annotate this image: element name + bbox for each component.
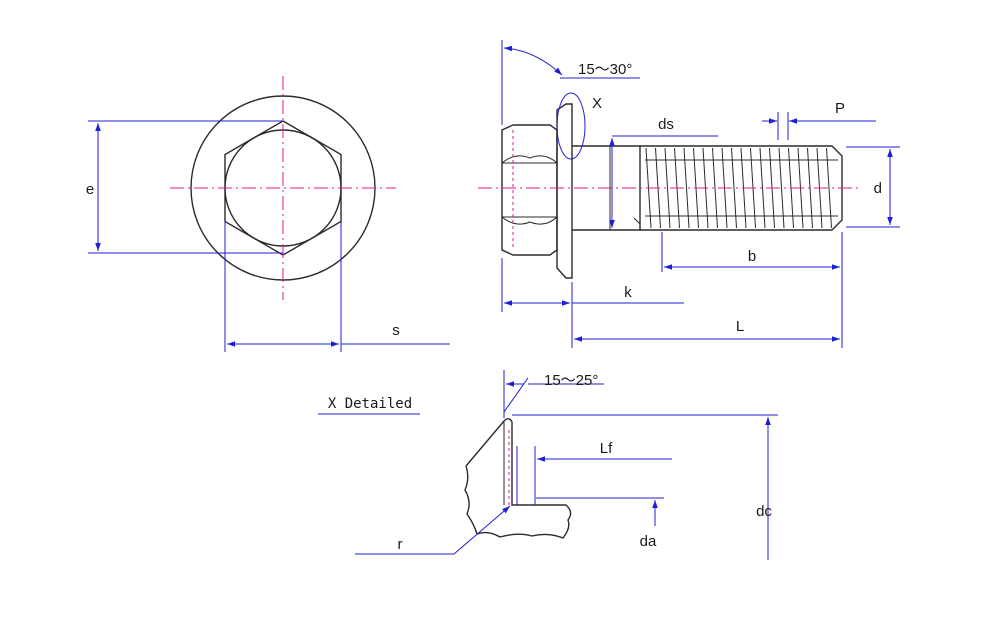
detail-x-ellipse: [556, 92, 586, 160]
label-b: b: [748, 248, 756, 265]
label-k: k: [624, 284, 632, 301]
thread-flank: [712, 147, 718, 229]
runout-mark: [633, 217, 641, 225]
detail-angle-slope: [503, 377, 529, 413]
end-view: e s: [86, 76, 450, 352]
detail-title: X Detailed: [328, 396, 412, 412]
label-x: X: [592, 95, 602, 112]
angle-arc: [503, 45, 563, 76]
thread-flank: [826, 147, 832, 229]
label-l: L: [736, 318, 744, 335]
hex-face-arc-top: [501, 155, 558, 164]
label-p: P: [835, 100, 845, 117]
label-e: e: [86, 181, 94, 198]
r-arrow: [453, 505, 511, 555]
detail-x-view: X Detailed 15～25° dc Lf da r: [318, 370, 778, 560]
flange: [556, 103, 573, 279]
label-da: da: [640, 533, 657, 550]
label-d: d: [874, 180, 882, 197]
thread-flank: [778, 147, 785, 229]
hex-head: [501, 124, 558, 256]
label-dc: dc: [756, 503, 772, 520]
thread-flank: [731, 147, 737, 229]
thread-flank: [664, 147, 671, 229]
label-lf: Lf: [600, 440, 613, 457]
detail-flange-profile: [465, 418, 572, 539]
label-s: s: [392, 322, 400, 339]
thread-flank: [759, 147, 766, 229]
label-angle-detail: 15～25°: [544, 372, 598, 389]
label-r: r: [398, 536, 403, 553]
label-ds: ds: [658, 116, 674, 133]
side-view: X 15～30° ds P d b k L: [478, 40, 900, 348]
detail-break-line: [464, 465, 478, 535]
label-angle-head: 15～30°: [578, 61, 632, 78]
hex-face-arc-bottom: [501, 216, 558, 225]
thread-flank: [683, 147, 690, 229]
